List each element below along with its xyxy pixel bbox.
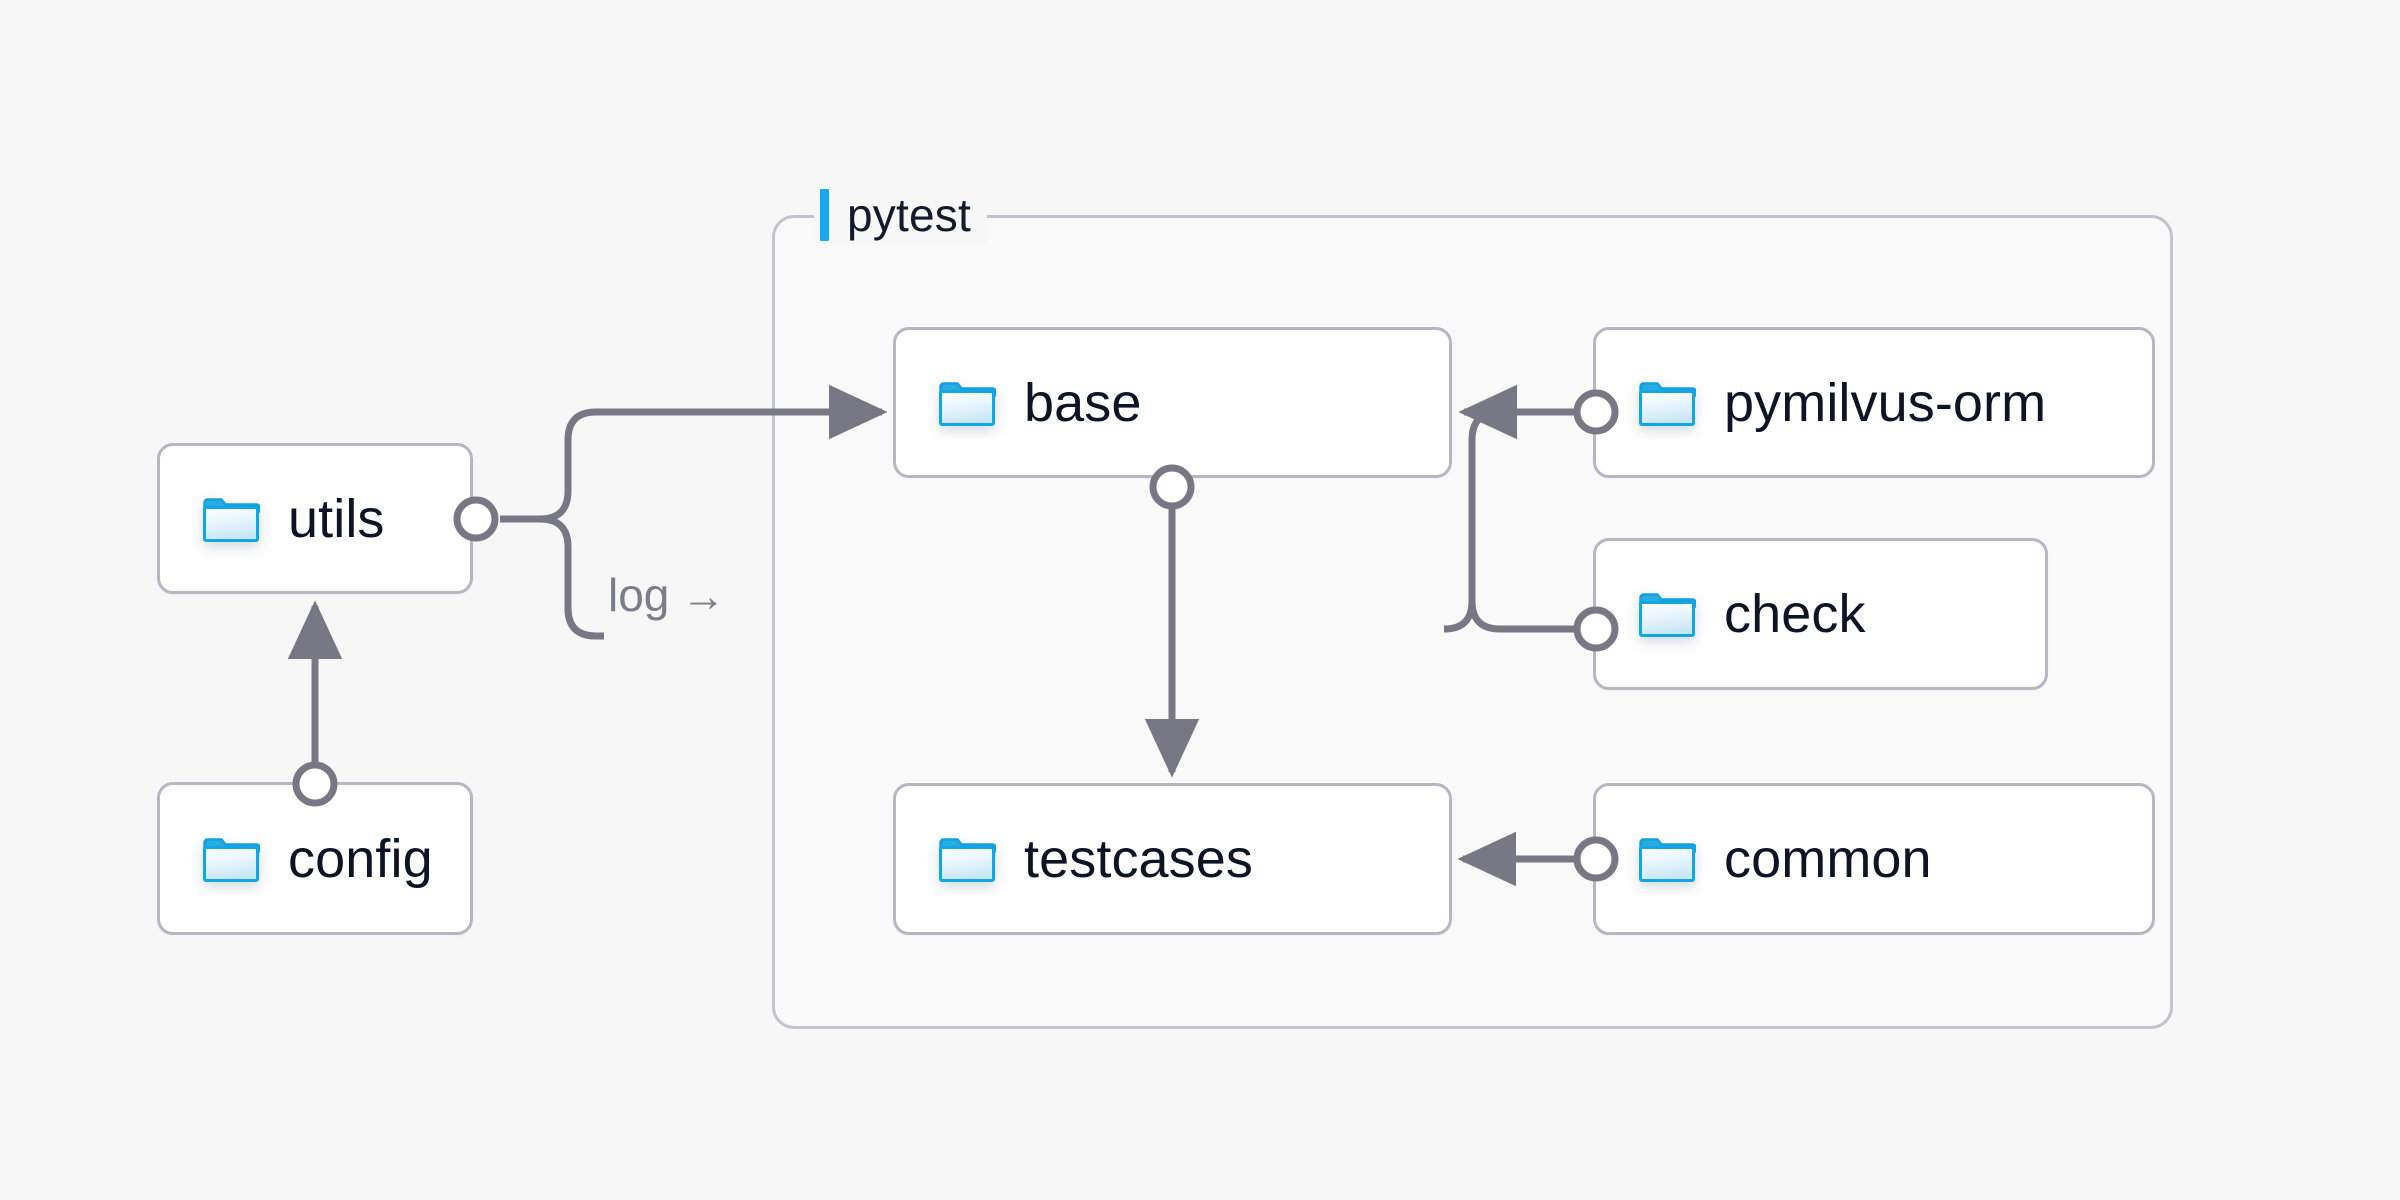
node-config[interactable]: config <box>157 782 473 935</box>
node-testcases[interactable]: testcases <box>893 783 1452 935</box>
node-content-config: config <box>160 828 433 890</box>
node-label-testcases: testcases <box>1024 829 1254 889</box>
arrow-right-icon: → <box>681 572 726 621</box>
folder-icon <box>1638 835 1696 883</box>
folder-icon <box>938 379 996 427</box>
node-base[interactable]: base <box>893 327 1452 478</box>
node-common[interactable]: common <box>1593 783 2155 935</box>
node-label-check: check <box>1724 584 1866 644</box>
node-content-testcases: testcases <box>896 828 1253 890</box>
node-check[interactable]: check <box>1593 538 2048 690</box>
node-label-base: base <box>1024 372 1142 433</box>
node-label-common: common <box>1724 829 1932 889</box>
node-content-pymilvus-orm: pymilvus-orm <box>1596 372 2046 434</box>
edge-utils-to-log-stem <box>539 515 597 640</box>
node-content-common: common <box>1596 828 1932 890</box>
group-title-text: pytest <box>847 189 971 241</box>
node-label-utils: utils <box>288 488 385 549</box>
accent-bar-icon <box>820 189 829 241</box>
folder-icon <box>1638 590 1696 638</box>
edge-utils-to-log <box>564 607 604 640</box>
folder-icon <box>202 835 260 883</box>
folder-icon <box>1638 379 1696 427</box>
node-content-base: base <box>896 372 1142 434</box>
node-content-check: check <box>1596 583 1866 645</box>
node-utils[interactable]: utils <box>157 443 473 594</box>
node-content-utils: utils <box>160 488 385 550</box>
node-label-pymilvus-orm: pymilvus-orm <box>1724 372 2047 433</box>
node-pymilvus-orm[interactable]: pymilvus-orm <box>1593 327 2155 478</box>
group-label-pytest: pytest <box>814 184 987 246</box>
edge-label-log-text: log <box>608 569 670 621</box>
edge-label-log: log→ <box>600 569 734 621</box>
folder-icon <box>938 835 996 883</box>
node-label-config: config <box>288 828 433 889</box>
folder-icon <box>202 495 260 543</box>
